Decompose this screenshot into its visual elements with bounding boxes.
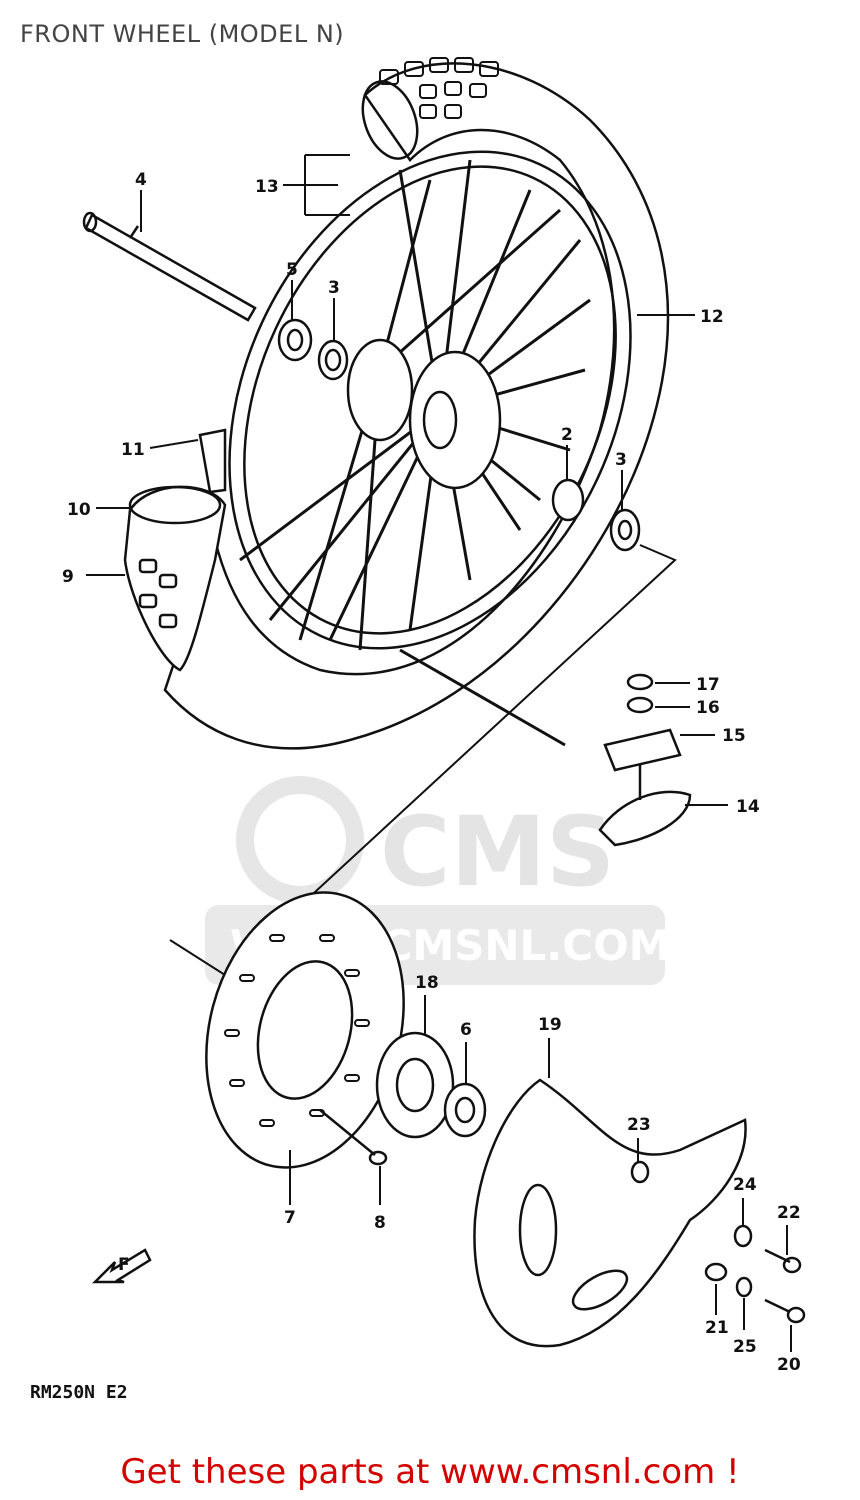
callout-12: 12 (700, 307, 724, 327)
callout-2: 2 (561, 425, 573, 445)
callout-22: 22 (777, 1203, 801, 1223)
bearing-3-right (609, 508, 641, 552)
callout-24: 24 (733, 1175, 757, 1195)
tire-top-opening (361, 80, 419, 160)
hub-bore (422, 390, 458, 450)
callout-11: 11 (121, 440, 145, 460)
tread-top (379, 57, 499, 119)
callout-19: 19 (538, 1015, 562, 1035)
brake-disc (205, 891, 405, 1169)
callout-15: 15 (722, 726, 746, 746)
footer-cta[interactable]: Get these parts at www.cmsnl.com ! (120, 1452, 740, 1492)
hub-flange-left (346, 338, 414, 442)
disc-cover-19 (473, 1078, 747, 1348)
callout-25: 25 (733, 1337, 757, 1357)
front-arrow-icon (91, 1248, 152, 1284)
front-arrow-label: F (118, 1255, 130, 1275)
callout-6: 6 (460, 1020, 472, 1040)
callout-21: 21 (705, 1318, 729, 1338)
spacer-6 (443, 1082, 487, 1138)
tire (163, 62, 670, 750)
callout-14: 14 (736, 797, 760, 817)
valve-stem (399, 648, 566, 747)
callout-4: 4 (135, 170, 147, 190)
rim-lock (598, 673, 692, 847)
callout-5: 5 (286, 260, 298, 280)
callout-labels: 4 13 5 3 12 11 10 9 2 3 17 16 15 14 18 6… (62, 170, 801, 1375)
callout-3-left: 3 (328, 278, 340, 298)
callout-7: 7 (284, 1208, 296, 1228)
model-code: RM250N E2 (30, 1382, 128, 1403)
bearing-3-left (317, 339, 349, 381)
callout-3-right: 3 (615, 450, 627, 470)
rim-inner (243, 165, 617, 635)
callout-23: 23 (627, 1115, 651, 1135)
callout-8: 8 (374, 1213, 386, 1233)
axle (82, 211, 257, 322)
exploded-parts-diagram: CMS WWW.CMSNL.COM (62, 57, 806, 1375)
disc-adapter-18 (375, 1031, 455, 1139)
spacer-5 (277, 318, 313, 362)
callout-18: 18 (415, 973, 439, 993)
rim-outer (228, 150, 632, 650)
spacer-2 (551, 478, 585, 522)
callout-10: 10 (67, 500, 91, 520)
callout-17: 17 (696, 675, 720, 695)
callout-16: 16 (696, 698, 720, 718)
disc-bolt (319, 1109, 388, 1166)
cover-bolts (630, 1160, 806, 1324)
callout-13: 13 (255, 177, 279, 197)
page-title: FRONT WHEEL (MODEL N) (20, 20, 345, 48)
callout-20: 20 (777, 1355, 801, 1375)
watermark-brand: CMS (380, 796, 615, 908)
callout-9: 9 (62, 567, 74, 587)
tube-and-tire-section (123, 428, 227, 672)
assembly-line (169, 544, 677, 977)
leader-lines (86, 184, 792, 1352)
